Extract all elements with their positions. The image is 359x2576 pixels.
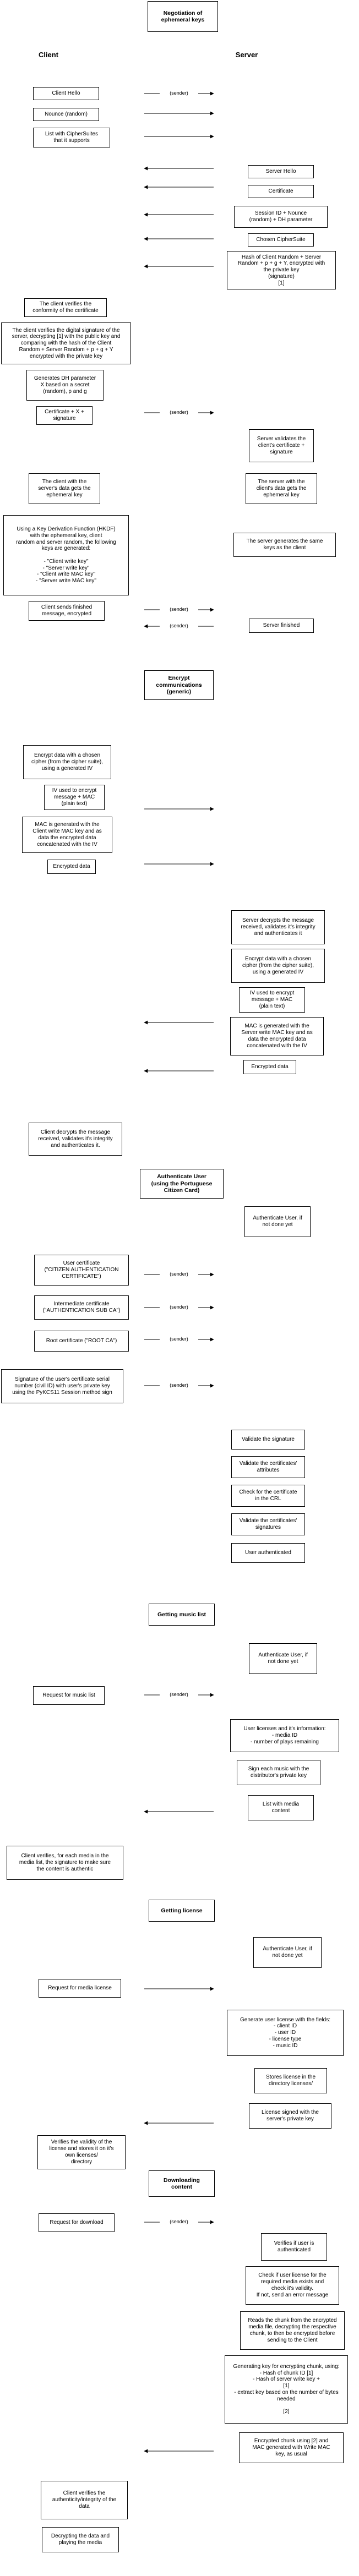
arrow-label: (sender) xyxy=(160,2219,198,2224)
client-step-c10: Client sends finished message, encrypted xyxy=(29,601,105,621)
server-step-r33: Encrypted chunk using [2] and MAC genera… xyxy=(239,2432,344,2463)
server-step-r21: Authenticate User, if not done yet xyxy=(249,1643,317,1674)
arrow-label: (sender) xyxy=(160,90,198,96)
server-step-r10: Server decrypts the message received, va… xyxy=(231,910,325,944)
arrow-label: (sender) xyxy=(160,1692,198,1697)
arrow-label: (sender) xyxy=(160,623,198,628)
client-step-c2: Nounce (random) xyxy=(33,108,99,121)
server-step-r12: IV used to encrypt message + MAC (plain … xyxy=(239,987,305,1013)
client-step-c14: Encrypted data xyxy=(47,860,96,874)
server-step-r9: Server finished xyxy=(249,619,314,633)
client-step-c20: Request for music list xyxy=(33,1686,105,1705)
server-step-r25: Authenticate User, if not done yet xyxy=(253,1937,322,1968)
client-step-c12: IV used to encrypt message + MAC (plain … xyxy=(44,785,105,810)
server-step-r7: The server with the client's data gets t… xyxy=(246,473,317,504)
client-step-c8: The client with the server's data gets t… xyxy=(29,473,100,504)
server-step-r16: Validate the signature xyxy=(231,1430,305,1450)
client-step-c3: List with CipherSuites that it supports xyxy=(33,128,110,147)
client-step-c6: Generates DH parameter X based on a secr… xyxy=(26,370,104,401)
section-title-s4: Getting music list xyxy=(149,1604,215,1626)
server-step-r2: Certificate xyxy=(248,185,314,198)
client-step-c21: Client verifies, for each media in the m… xyxy=(7,1846,123,1880)
arrow-label: (sender) xyxy=(160,409,198,415)
client-step-c9: Using a Key Derivation Function (HKDF) w… xyxy=(3,515,129,595)
client-step-c23: Verifies the validity of the license and… xyxy=(37,2135,126,2169)
section-title-s3: Authenticate User (using the Portuguese … xyxy=(140,1169,224,1199)
section-title-s2: Encrypt communications (generic) xyxy=(144,670,214,700)
server-step-r19: Validate the certificates' signatures xyxy=(231,1513,305,1535)
client-step-c13: MAC is generated with the Client write M… xyxy=(22,817,112,853)
server-step-r3: Session ID + Nounce (random) + DH parame… xyxy=(234,206,328,228)
server-step-r4: Chosen CipherSuite xyxy=(248,233,314,247)
server-column-heading: Server xyxy=(235,51,258,59)
server-step-r11: Encrypt data with a chosen cipher (from … xyxy=(231,949,325,983)
client-step-c24: Request for download xyxy=(39,2213,115,2232)
client-step-c15: Client decrypts the message received, va… xyxy=(29,1123,122,1156)
client-step-c1: Client Hello xyxy=(33,87,99,100)
server-step-r1: Server Hello xyxy=(248,165,314,178)
client-step-c18: Root certificate ("ROOT CA") xyxy=(34,1331,129,1352)
server-step-r27: Stores license in the directory licenses… xyxy=(254,2068,327,2093)
client-step-c16: User certificate ("CITIZEN AUTHENTICATIO… xyxy=(34,1255,129,1286)
arrow-label: (sender) xyxy=(160,1336,198,1342)
client-step-c19: Signature of the user's certificate seri… xyxy=(1,1369,123,1403)
arrow-label: (sender) xyxy=(160,606,198,612)
section-title-s5: Getting license xyxy=(149,1900,215,1922)
server-step-r17: Validate the certificates' attributes xyxy=(231,1456,305,1478)
server-step-r30: Check if user license for the required m… xyxy=(246,2266,339,2305)
arrow-label: (sender) xyxy=(160,1271,198,1277)
client-step-c5: The client verifies the digital signatur… xyxy=(1,322,131,364)
server-step-r15: Authenticate User, if not done yet xyxy=(244,1206,311,1237)
client-column-heading: Client xyxy=(38,51,59,59)
server-step-r32: Generating key for encrypting chunk, usi… xyxy=(225,2355,348,2424)
client-step-c7: Certificate + X + signature xyxy=(36,406,93,425)
client-step-c25: Client verifies the authenticity/integri… xyxy=(41,2481,128,2519)
server-step-r24: List with media content xyxy=(248,1795,314,1820)
arrow-label: (sender) xyxy=(160,1304,198,1310)
server-step-r28: License signed with the server's private… xyxy=(249,2103,331,2129)
server-step-r26: Generate user license with the fields: -… xyxy=(227,2010,344,2056)
server-step-r18: Check for the certificate in the CRL xyxy=(231,1485,305,1507)
client-step-c17: Intermediate certificate ("AUTHENTICATIO… xyxy=(34,1295,129,1320)
client-step-c26: Decrypting the data and playing the medi… xyxy=(42,2527,119,2552)
client-step-c4: The client verifies the conformity of th… xyxy=(24,298,107,317)
arrow-label: (sender) xyxy=(160,1382,198,1388)
server-step-r29: Verifies if user is authenticated xyxy=(261,2233,327,2261)
server-step-r13: MAC is generated with the Server write M… xyxy=(230,1017,324,1055)
section-title-s6: Downloading content xyxy=(149,2170,215,2197)
server-step-r22: User licenses and it's information: - me… xyxy=(230,1719,339,1752)
server-step-r31: Reads the chunk from the encrypted media… xyxy=(240,2311,345,2350)
server-step-r5: Hash of Client Random + Server Random + … xyxy=(227,251,336,289)
server-step-r20: User authenticated xyxy=(231,1543,305,1563)
server-step-r23: Sign each music with the distributor's p… xyxy=(237,1760,320,1785)
client-step-c11: Encrypt data with a chosen cipher (from … xyxy=(23,745,111,779)
section-title-s1: Negotiation of ephemeral keys xyxy=(148,1,218,32)
client-step-c22: Request for media license xyxy=(39,1979,121,1998)
server-step-r14: Encrypted data xyxy=(243,1060,296,1074)
server-step-r6: Server validates the client's certificat… xyxy=(249,429,314,462)
server-step-r8: The server generates the same keys as th… xyxy=(233,533,336,557)
